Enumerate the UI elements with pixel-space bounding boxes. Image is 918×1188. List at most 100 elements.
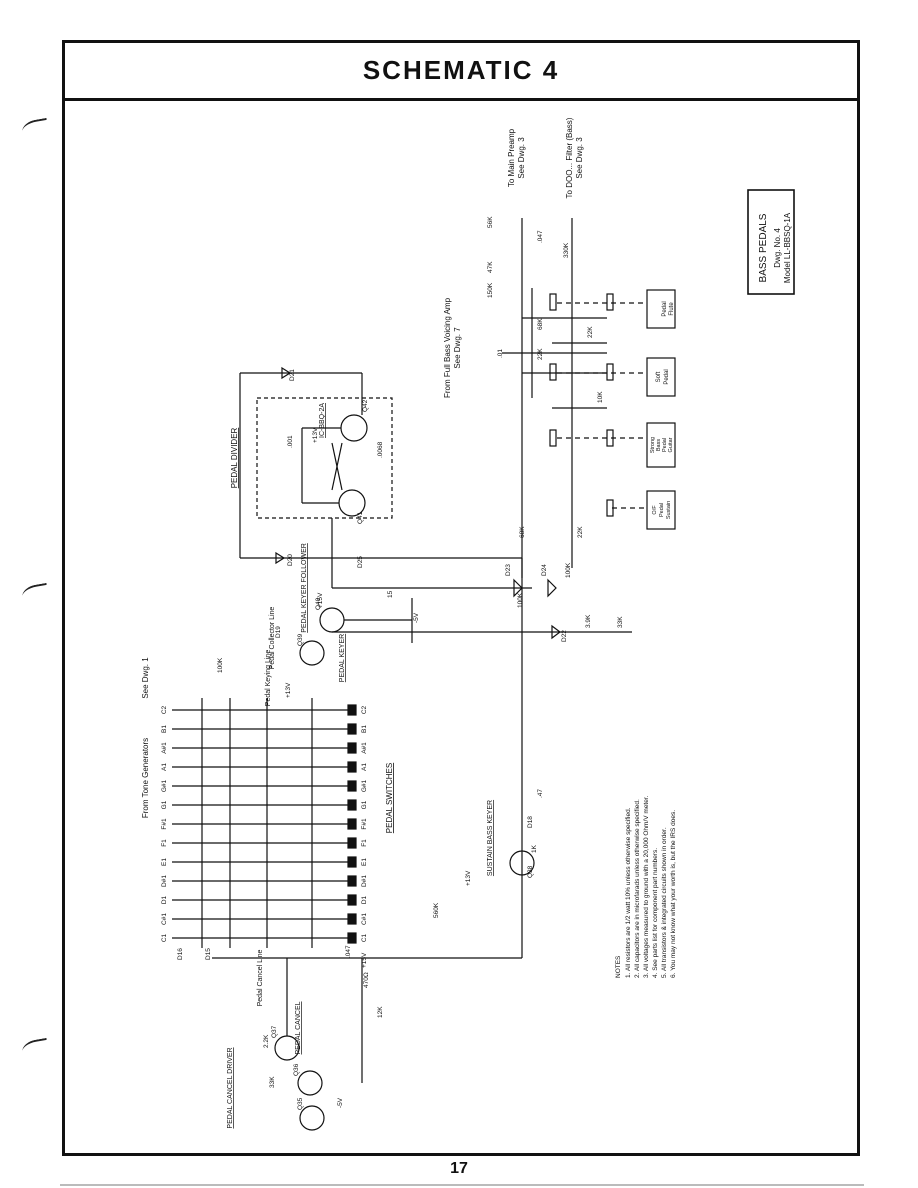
tab-sustain-l2: Pedal xyxy=(659,503,665,517)
part-label: 560K xyxy=(433,902,440,918)
tab-strong-bass-l4: Guitar xyxy=(668,437,674,452)
schematic-diagram: BASS PEDALS Dwg. No. 4 Model LL-BBSQ-1A … xyxy=(141,117,795,1131)
title-block-drawing: Dwg. No. 4 xyxy=(773,228,782,268)
block-pedal-switches: PEDAL SWITCHES xyxy=(385,763,394,833)
title-block-name: BASS PEDALS xyxy=(758,213,769,282)
supply-label: -5V xyxy=(337,1097,344,1108)
tab-strong-bass-l2: Bass xyxy=(656,439,662,451)
part-label: 100K xyxy=(565,562,572,578)
note-label: G#1 xyxy=(361,779,368,792)
title-block xyxy=(747,189,795,295)
part-label: 330K xyxy=(563,242,570,258)
part-label: Q35 xyxy=(297,1097,304,1110)
part-label: 100K xyxy=(517,592,524,608)
supply-label: +15V xyxy=(361,952,368,968)
part-label: 68K xyxy=(537,318,544,330)
part-label: .0068 xyxy=(377,441,384,458)
note-label: D1 xyxy=(161,895,168,904)
part-label: Q41 xyxy=(357,511,364,524)
tab-pedal-flute-l1: Pedal xyxy=(662,301,668,316)
part-label: 22K xyxy=(587,326,594,338)
tab-sustain-l3: Sustain xyxy=(666,501,672,519)
tab-sustain xyxy=(646,490,676,530)
part-label: 47K xyxy=(487,261,494,273)
page-title: SCHEMATIC 4 xyxy=(362,55,560,85)
tab-sustain-l1: O/F xyxy=(652,505,658,515)
note-label: F1 xyxy=(361,839,368,847)
divider-ic-box xyxy=(256,397,393,519)
part-label: D19 xyxy=(275,626,282,638)
tab-pedal-flute-l2: Flute xyxy=(669,302,675,316)
note-item: 6. You may not know what your worth is, … xyxy=(670,810,677,978)
part-label: D22 xyxy=(561,630,568,642)
block-sustain-keyer: SUSTAIN BASS KEYER xyxy=(487,800,494,876)
diode-d20 xyxy=(275,551,286,565)
part-label: Q40 xyxy=(315,597,322,610)
tab-pedal-flute xyxy=(646,289,676,329)
switch-contact xyxy=(549,293,557,311)
part-label: .01 xyxy=(497,349,504,358)
note-label: E1 xyxy=(361,858,368,866)
block-cancel-driver: PEDAL CANCEL DRIVER xyxy=(227,1047,234,1128)
transistor-q40 xyxy=(319,607,345,633)
tab-soft-pedal-l2: Pedal xyxy=(664,369,670,384)
page-number: 17 xyxy=(450,1160,468,1177)
note-item: 3. All voltages measured to ground with … xyxy=(643,795,650,978)
note-label: A1 xyxy=(161,763,168,771)
tab-soft-pedal-l1: Soft xyxy=(656,371,662,382)
part-label: Q38 xyxy=(527,865,534,878)
ext-tone-generators: From Tone Generators xyxy=(141,738,150,818)
transistor-q39 xyxy=(299,640,325,666)
note-label: D1 xyxy=(361,895,368,904)
note-label: C#1 xyxy=(161,913,168,925)
wire xyxy=(331,442,343,491)
bottom-rule xyxy=(60,1184,864,1186)
part-label: D15 xyxy=(205,948,212,960)
note-label: C2 xyxy=(161,705,168,714)
part-label: 68K xyxy=(519,526,526,538)
part-label: 2.2K xyxy=(263,1034,270,1048)
note-label: F#1 xyxy=(161,818,168,830)
part-label: D20 xyxy=(287,554,294,566)
binding-mark xyxy=(20,1037,50,1059)
note-label: E1 xyxy=(161,858,168,866)
block-pedal-keyer: PEDAL KEYER xyxy=(339,634,346,682)
switch-contact xyxy=(606,363,614,381)
diode-d23 xyxy=(513,578,523,598)
transistor-q35 xyxy=(299,1105,325,1131)
note-label: A#1 xyxy=(161,742,168,754)
part-label: 33K xyxy=(269,1076,276,1088)
ext-see-dwg1: See Dwg. 1 xyxy=(141,657,150,699)
notes-heading: NOTES xyxy=(615,955,622,978)
supply-label: -5V xyxy=(413,612,420,623)
line-pedal-cancel: Pedal Cancel Line xyxy=(257,949,264,1006)
part-label: Q37 xyxy=(271,1025,278,1038)
block-keyer-follower: PEDAL KEYER FOLLOWER xyxy=(301,543,308,633)
switch-contact xyxy=(549,363,557,381)
switch-contact xyxy=(606,293,614,311)
block-pedal-divider: PEDAL DIVIDER xyxy=(230,427,239,488)
supply-label: +13V xyxy=(465,870,472,886)
part-label: 22K xyxy=(537,348,544,360)
tab-strong-bass xyxy=(646,422,676,468)
transistor-q36 xyxy=(297,1070,323,1096)
ext-filter-bass: To DOO... Filter (Bass) xyxy=(565,117,574,198)
notes-block: NOTES 1. All resistors are 1/2 watt 10% … xyxy=(615,795,677,978)
diode-d21 xyxy=(281,366,292,380)
note-label: A1 xyxy=(361,763,368,771)
note-label: G1 xyxy=(161,800,168,809)
note-label: C1 xyxy=(361,933,368,942)
ext-see-dwg7: See Dwg. 7 xyxy=(453,327,462,369)
note-label: B1 xyxy=(161,725,168,733)
part-label: .047 xyxy=(537,230,544,243)
binding-mark xyxy=(20,582,50,604)
tab-strong-bass-l1: Strong xyxy=(650,437,656,453)
note-label: C1 xyxy=(161,933,168,942)
note-label: A#1 xyxy=(361,742,368,754)
note-item: 1. All resistors are 1/2 watt 10% unless… xyxy=(625,807,632,978)
binding-mark xyxy=(20,117,50,139)
note-label: G1 xyxy=(361,800,368,809)
part-label: Q42 xyxy=(362,399,369,412)
part-label: 470Ω xyxy=(363,972,370,988)
switch-contact xyxy=(606,429,614,447)
